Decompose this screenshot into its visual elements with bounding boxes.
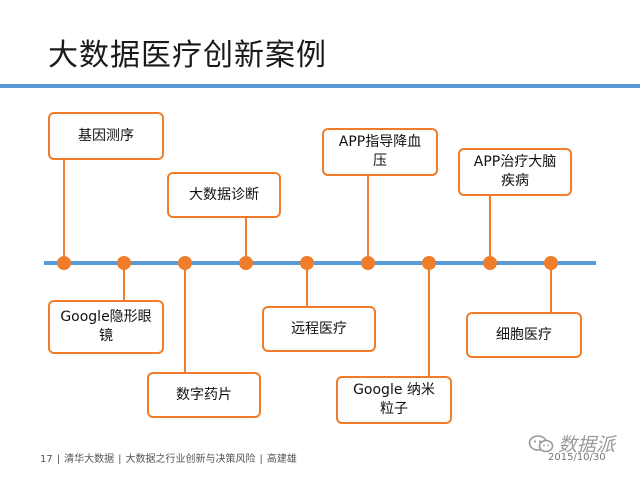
case-label: 大数据诊断 xyxy=(189,186,259,203)
timeline-node-2 xyxy=(117,256,131,270)
case-label: 细胞医疗 xyxy=(496,326,552,343)
watermark: 数据派 xyxy=(528,430,615,457)
case-box-telemedicine: 远程医疗 xyxy=(262,306,376,352)
footer-org: 清华大数据 xyxy=(64,454,115,465)
timeline-node-3 xyxy=(178,256,192,270)
case-box-cell-therapy: 细胞医疗 xyxy=(466,312,582,358)
case-box-digital-pill: 数字药片 xyxy=(147,372,261,418)
case-box-google-contact-lens: Google隐形眼镜 xyxy=(48,300,164,354)
wechat-icon xyxy=(528,434,554,452)
case-box-app-brain-disease: APP治疗大脑疾病 xyxy=(458,148,572,196)
case-label: Google隐形眼镜 xyxy=(60,309,152,344)
timeline-node-6 xyxy=(361,256,375,270)
case-label: APP治疗大脑疾病 xyxy=(473,154,557,189)
timeline-node-4 xyxy=(239,256,253,270)
timeline-node-1 xyxy=(57,256,71,270)
slide-title: 大数据医疗创新案例 xyxy=(48,38,327,73)
timeline-node-9 xyxy=(544,256,558,270)
slide-date: 2015/10/30 xyxy=(548,452,606,463)
timeline-node-5 xyxy=(300,256,314,270)
case-box-gene-sequencing: 基因测序 xyxy=(48,112,164,160)
case-box-google-nanoparticles: Google 纳米粒子 xyxy=(336,376,452,424)
title-divider xyxy=(0,84,640,88)
case-label: Google 纳米粒子 xyxy=(353,382,435,417)
case-box-app-blood-pressure: APP指导降血压 xyxy=(322,128,438,176)
watermark-text: 数据派 xyxy=(558,434,616,456)
slide-footer: 17|清华大数据|大数据之行业创新与决策风险|高建雄 xyxy=(40,454,297,465)
timeline-node-8 xyxy=(483,256,497,270)
timeline-node-7 xyxy=(422,256,436,270)
case-label: 基因测序 xyxy=(78,127,134,144)
case-box-big-data-diagnosis: 大数据诊断 xyxy=(167,172,281,218)
case-label: 数字药片 xyxy=(176,386,232,403)
footer-author: 高建雄 xyxy=(266,454,297,465)
case-label: APP指导降血压 xyxy=(338,134,422,169)
case-label: 远程医疗 xyxy=(291,320,347,337)
page-number: 17 xyxy=(40,454,53,465)
footer-course: 大数据之行业创新与决策风险 xyxy=(125,454,256,465)
